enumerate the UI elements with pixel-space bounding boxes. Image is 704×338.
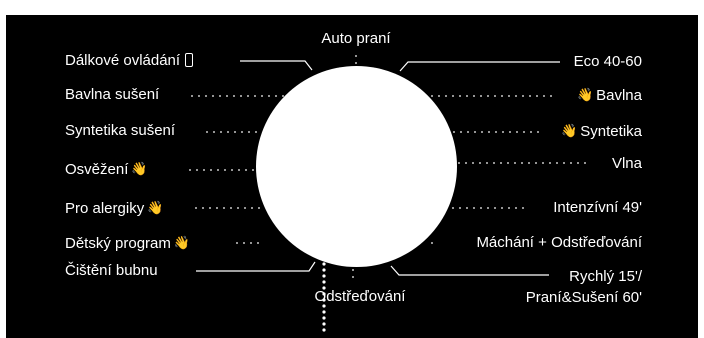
- program-label: Praní&Sušení 60': [525, 289, 642, 306]
- program-wash-dry[interactable]: Praní&Sušení 60': [526, 289, 642, 307]
- smartphone-icon: [185, 53, 194, 67]
- program-wool[interactable]: Vlna: [612, 155, 642, 173]
- program-eco-40-60[interactable]: Eco 40-60: [574, 53, 642, 71]
- hand-wash-icon: 👋: [173, 235, 191, 250]
- program-intensive[interactable]: Intenzívní 49': [553, 199, 642, 217]
- program-label: Rychlý 15'/: [569, 268, 642, 285]
- program-label: Eco 40-60: [573, 53, 642, 70]
- program-label: Bavlna: [596, 87, 642, 104]
- program-auto-wash[interactable]: Auto praní: [321, 30, 391, 47]
- program-label: Osvěžení: [65, 161, 129, 178]
- program-refresh[interactable]: Osvěžení👋: [65, 160, 151, 179]
- program-label: Máchání + Odstřeďování: [476, 234, 642, 251]
- program-remote-control[interactable]: Dálkové ovládání: [65, 52, 194, 70]
- hand-wash-icon: 👋: [147, 200, 164, 215]
- program-label: Vlna: [611, 155, 642, 172]
- leader-drum-clean: [196, 261, 316, 272]
- program-label: Intenzívní 49': [553, 199, 642, 216]
- leader-eco: [399, 61, 560, 72]
- leader-remote: [240, 60, 313, 71]
- program-label: Pro alergiky: [65, 200, 145, 217]
- leader-quick: [390, 265, 549, 276]
- hand-wash-icon: 👋: [576, 87, 594, 102]
- program-label: Dětský program: [65, 235, 171, 252]
- program-spin[interactable]: Odstřeďování: [314, 288, 406, 305]
- program-label: Dálkové ovládání: [65, 52, 181, 69]
- hand-wash-icon: 👋: [561, 123, 578, 138]
- program-quick[interactable]: Rychlý 15'/: [569, 268, 642, 286]
- program-allergy[interactable]: Pro alergiky👋: [65, 199, 166, 218]
- program-kids[interactable]: Dětský program👋: [65, 234, 193, 253]
- program-cotton[interactable]: 👋Bavlna: [574, 86, 642, 105]
- program-cotton-dry[interactable]: Bavlna sušení: [65, 86, 159, 104]
- program-dial[interactable]: [256, 66, 457, 267]
- program-label: Bavlna sušení: [65, 86, 160, 103]
- program-label: Čištění bubnu: [65, 262, 158, 279]
- program-label: Syntetika: [580, 123, 642, 140]
- program-rinse-spin[interactable]: Máchání + Odstřeďování: [476, 234, 642, 252]
- program-synthetic[interactable]: 👋Syntetika: [558, 122, 642, 141]
- program-label: Syntetika sušení: [65, 122, 176, 139]
- hand-wash-icon: 👋: [131, 161, 148, 176]
- program-synthetic-dry[interactable]: Syntetika sušení: [65, 122, 175, 140]
- program-drum-clean[interactable]: Čištění bubnu: [65, 262, 158, 280]
